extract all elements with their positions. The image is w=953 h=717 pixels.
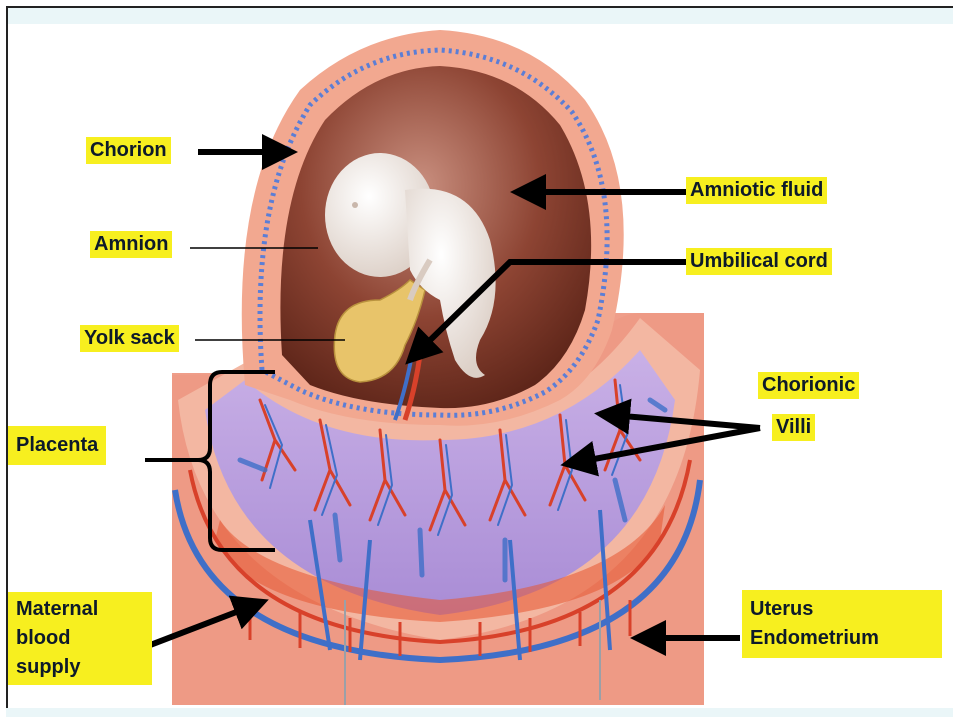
label-chorion: Chorion xyxy=(86,137,171,164)
label-maternal-line1: Maternal xyxy=(16,598,144,621)
label-chorionic-villi-2: Villi xyxy=(772,414,815,441)
label-umbilical-cord: Umbilical cord xyxy=(686,248,832,275)
label-amniotic-fluid: Amniotic fluid xyxy=(686,177,827,204)
label-chorionic-villi: Chorionic xyxy=(758,372,859,399)
label-chorionic-villi-line1: Chorionic xyxy=(762,374,855,397)
label-placenta: Placenta xyxy=(8,426,106,465)
label-maternal-line2: blood xyxy=(16,627,144,650)
label-maternal-blood-supply: Maternal blood supply xyxy=(8,592,152,685)
label-yolk-sack: Yolk sack xyxy=(80,325,179,352)
label-maternal-line3: supply xyxy=(16,656,144,679)
label-uterus-line2: Endometrium xyxy=(750,627,934,650)
label-uterus-line1: Uterus xyxy=(750,598,934,621)
label-chorionic-villi-line2: Villi xyxy=(776,416,811,439)
label-amnion: Amnion xyxy=(90,231,172,258)
label-uterus-endometrium: Uterus Endometrium xyxy=(742,590,942,658)
